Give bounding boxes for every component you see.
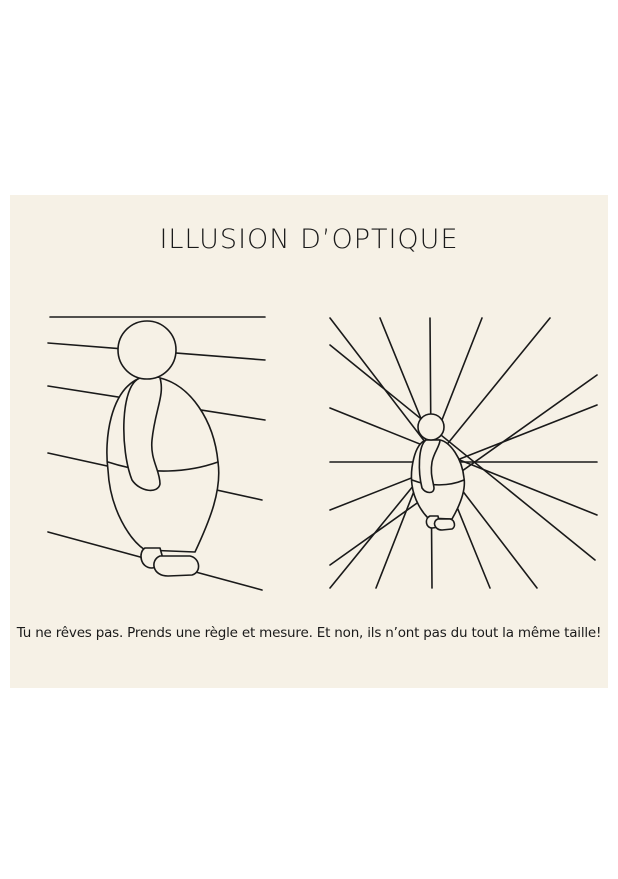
caption: Tu ne rêves pas. Prends une règle et mes… xyxy=(16,625,602,641)
page-title: ILLUSION D’OPTIQUE xyxy=(159,224,459,255)
large-figure xyxy=(106,320,220,577)
right-panel-radiating-lines xyxy=(329,317,598,589)
small-figure xyxy=(410,413,466,531)
